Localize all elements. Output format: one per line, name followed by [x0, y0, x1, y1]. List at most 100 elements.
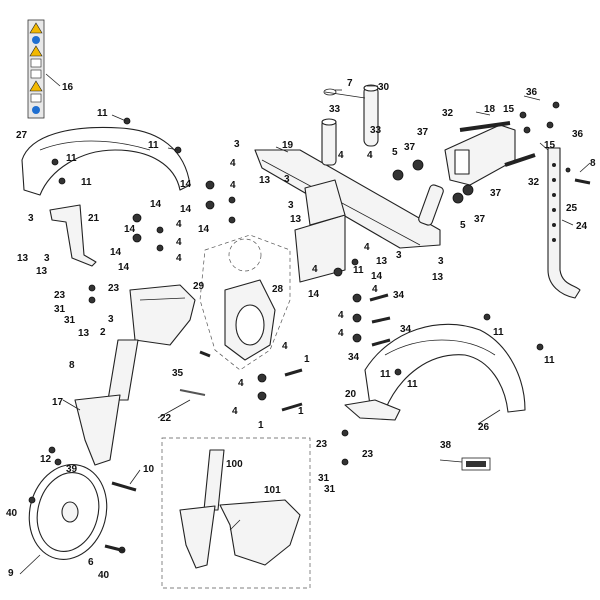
callout-11: 11 — [81, 177, 92, 188]
callout-11: 11 — [148, 140, 159, 151]
frame-beam — [254, 149, 441, 249]
callout-4: 4 — [338, 150, 344, 161]
callout-31: 31 — [64, 315, 76, 326]
callout-15: 15 — [544, 140, 556, 151]
callout-5: 5 — [460, 220, 466, 231]
callout-4: 4 — [312, 264, 318, 275]
left-fender — [21, 126, 191, 196]
callout-13: 13 — [78, 328, 90, 339]
decal — [461, 457, 491, 471]
callout-3: 3 — [234, 139, 240, 150]
callout-4: 4 — [176, 253, 182, 264]
rear-hitch — [444, 124, 516, 186]
callout-23: 23 — [316, 439, 328, 450]
callout-3: 3 — [396, 250, 402, 261]
callout-33: 33 — [329, 104, 341, 115]
callout-11: 11 — [97, 108, 108, 119]
callout-30: 30 — [378, 82, 390, 93]
callout-37: 37 — [404, 142, 416, 153]
callout-29: 29 — [193, 281, 205, 292]
callout-13: 13 — [290, 214, 302, 225]
callout-10: 10 — [143, 464, 155, 475]
callout-14: 14 — [180, 204, 192, 215]
callout-8: 8 — [590, 158, 596, 169]
callout-13: 13 — [17, 253, 29, 264]
callout-21: 21 — [88, 213, 100, 224]
callout-4: 4 — [176, 219, 182, 230]
callout-15: 15 — [503, 104, 515, 115]
callout-31: 31 — [324, 484, 336, 495]
optional-kit — [161, 437, 311, 589]
callout-14: 14 — [198, 224, 210, 235]
callout-37: 37 — [474, 214, 486, 225]
callout-4: 4 — [232, 406, 238, 417]
callout-38: 38 — [440, 440, 452, 451]
callout-14: 14 — [150, 199, 162, 210]
callout-4: 4 — [230, 158, 236, 169]
callout-33: 33 — [370, 125, 382, 136]
callout-13: 13 — [36, 266, 48, 277]
callout-11: 11 — [544, 355, 555, 366]
callout-37: 37 — [417, 127, 429, 138]
callout-4: 4 — [238, 378, 244, 389]
right-bracket — [344, 399, 401, 421]
safety-label-strip — [27, 19, 45, 119]
callout-3: 3 — [438, 256, 444, 267]
wheel-leg — [74, 339, 139, 466]
callout-4: 4 — [338, 328, 344, 339]
callout-11: 11 — [66, 153, 77, 164]
callout-34: 34 — [393, 290, 405, 301]
callout-39: 39 — [66, 464, 78, 475]
callout-32: 32 — [528, 177, 540, 188]
callout-1: 1 — [258, 420, 264, 431]
callout-17: 17 — [52, 397, 64, 408]
callout-27: 27 — [16, 130, 28, 141]
callout-16: 16 — [62, 82, 74, 93]
callout-4: 4 — [338, 310, 344, 321]
callout-3: 3 — [284, 174, 290, 185]
leader-lines — [19, 73, 591, 575]
callout-23: 23 — [108, 283, 120, 294]
callout-36: 36 — [572, 129, 584, 140]
gearbox — [224, 279, 276, 361]
right-fender — [364, 323, 526, 413]
callout-7: 7 — [347, 78, 353, 89]
callout-13: 13 — [432, 272, 444, 283]
callout-13: 13 — [376, 256, 388, 267]
callout-34: 34 — [400, 324, 412, 335]
callout-1: 1 — [304, 354, 310, 365]
callout-23: 23 — [54, 290, 66, 301]
callout-5: 5 — [392, 147, 398, 158]
callout-24: 24 — [576, 221, 588, 232]
callout-20: 20 — [345, 389, 357, 400]
callout-4: 4 — [230, 180, 236, 191]
center-frame — [294, 179, 346, 283]
callout-11: 11 — [353, 265, 364, 276]
callout-32: 32 — [442, 108, 454, 119]
callout-37: 37 — [490, 188, 502, 199]
callout-4: 4 — [176, 237, 182, 248]
long-bolts — [459, 121, 536, 167]
callout-19: 19 — [282, 140, 294, 151]
callout-22: 22 — [160, 413, 172, 424]
pin — [323, 88, 366, 99]
callout-11: 11 — [380, 369, 391, 380]
left-bracket — [49, 204, 97, 267]
callout-11: 11 — [407, 379, 418, 390]
callout-34: 34 — [348, 352, 360, 363]
callout-6: 6 — [88, 557, 94, 568]
callout-4: 4 — [372, 284, 378, 295]
callout-14: 14 — [118, 262, 130, 273]
callout-4: 4 — [282, 341, 288, 352]
callout-40: 40 — [6, 508, 18, 519]
callout-31: 31 — [54, 304, 66, 315]
callout-11: 11 — [493, 327, 504, 338]
callout-31: 31 — [318, 473, 330, 484]
hardware — [28, 101, 591, 554]
callout-35: 35 — [172, 368, 184, 379]
callout-4: 4 — [367, 150, 373, 161]
callout-14: 14 — [124, 224, 136, 235]
callout-13: 13 — [259, 175, 271, 186]
callout-28: 28 — [272, 284, 284, 295]
